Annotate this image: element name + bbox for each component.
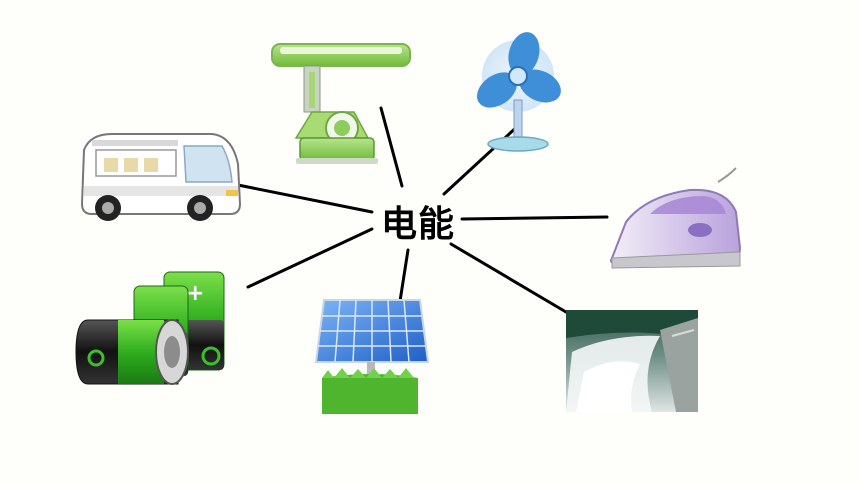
electric-iron-icon (610, 167, 742, 269)
line-to-dam (449, 242, 568, 314)
battery-icon: + (75, 271, 225, 385)
svg-text:+: + (186, 281, 204, 306)
line-to-fan (442, 122, 522, 196)
connector-lines (236, 106, 609, 348)
electric-fan-icon (477, 32, 561, 152)
line-to-bus (236, 183, 374, 214)
line-to-desk-lamp (379, 106, 404, 188)
electric-bus-icon (80, 133, 242, 221)
dam-icon (566, 310, 698, 412)
solar-panel-icon (314, 299, 430, 414)
desk-lamp-icon (271, 43, 411, 164)
line-to-battery (246, 227, 374, 289)
central-concept-label: 电能 (380, 204, 455, 245)
line-to-iron (460, 215, 609, 221)
